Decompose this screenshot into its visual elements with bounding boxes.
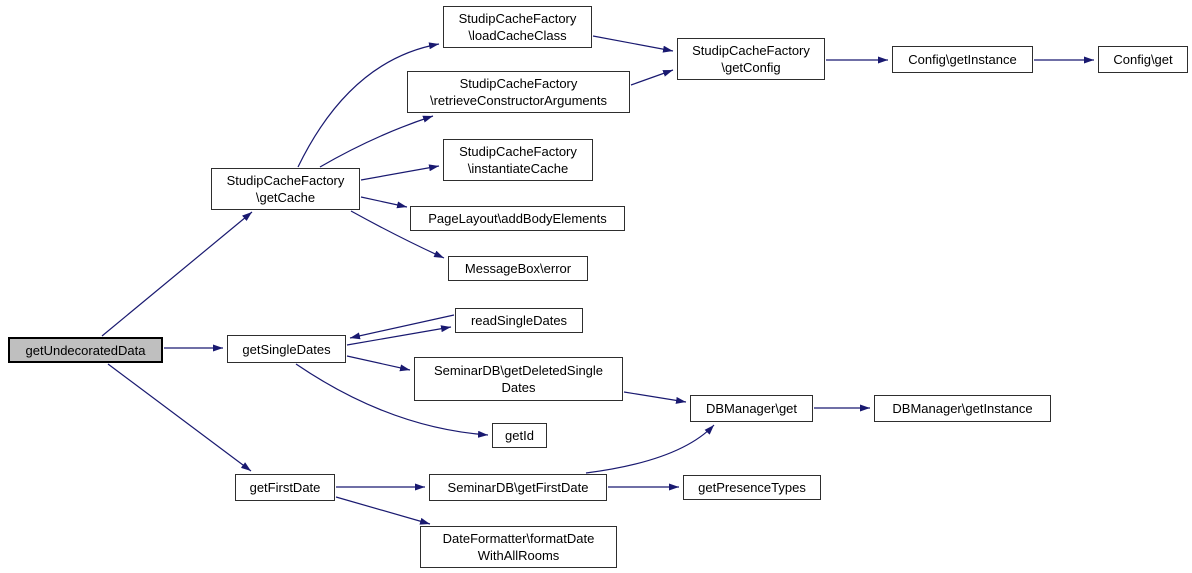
node-label: readSingleDates [470,313,568,328]
edge-studip-cache-factory-get-cache--studip-cache-factory-load-cache-class [297,42,440,168]
node-label: Config\get [1113,52,1173,67]
node-db-manager-get-instance[interactable]: DBManager\getInstance [874,395,1051,422]
edge-studip-cache-factory-retrieve-constructor-arguments--studip-cache-factory-get-config [630,69,674,86]
node-label: \instantiateCache [467,161,569,176]
node-label: Config\getInstance [908,52,1017,67]
edge-studip-cache-factory-get-cache--page-layout-add-body-elements [360,196,408,209]
node-label: DBManager\get [705,401,798,416]
edge-get-undecorated-data--studip-cache-factory-get-cache [101,211,253,337]
node-label: getPresenceTypes [698,480,806,495]
node-label: WithAllRooms [477,548,560,563]
node-label: \loadCacheClass [468,28,567,43]
edge-seminar-db-get-deleted-single-dates--db-manager-get [623,391,687,404]
edge-get-single-dates--seminar-db-get-deleted-single-dates [346,355,411,372]
node-get-undecorated-data: getUndecoratedData [8,337,163,363]
node-get-first-date[interactable]: getFirstDate [235,474,335,501]
node-label: Dates [501,380,536,395]
node-label: StudipCacheFactory [692,43,810,58]
node-message-box-error[interactable]: MessageBox\error [448,256,588,281]
node-label: \getCache [255,190,316,205]
node-label: DateFormatter\formatDate [442,531,595,546]
node-label: StudipCacheFactory [458,11,577,26]
node-label: MessageBox\error [464,261,572,276]
node-studip-cache-factory-get-cache[interactable]: StudipCacheFactory \getCache [211,168,360,210]
edge-seminar-db-get-first-date--db-manager-get [585,424,715,474]
edge-get-single-dates--get-id [295,363,489,438]
node-config-get[interactable]: Config\get [1098,46,1188,73]
edge-studip-cache-factory-load-cache-class--studip-cache-factory-get-config [592,35,674,53]
node-label: StudipCacheFactory [459,144,577,159]
node-label: getSingleDates [242,341,331,357]
node-db-manager-get[interactable]: DBManager\get [690,395,813,422]
node-get-single-dates[interactable]: getSingleDates [227,335,346,363]
edge-get-single-dates--read-single-dates [346,325,452,346]
node-label: getId [505,428,534,443]
node-studip-cache-factory-load-cache-class[interactable]: StudipCacheFactory \loadCacheClass [443,6,592,48]
node-label: SeminarDB\getFirstDate [447,480,589,495]
edge-get-undecorated-data--get-first-date [107,363,252,472]
node-config-get-instance[interactable]: Config\getInstance [892,46,1033,73]
edge-studip-cache-factory-get-cache--studip-cache-factory-instantiate-cache [360,164,440,181]
node-get-id[interactable]: getId [492,423,547,448]
node-get-presence-types[interactable]: getPresenceTypes [683,475,821,500]
node-read-single-dates[interactable]: readSingleDates [455,308,583,333]
edge-studip-cache-factory-get-cache--message-box-error [350,210,445,259]
node-seminar-db-get-first-date[interactable]: SeminarDB\getFirstDate [429,474,607,501]
node-page-layout-add-body-elements[interactable]: PageLayout\addBodyElements [410,206,625,231]
node-studip-cache-factory-get-config[interactable]: StudipCacheFactory \getConfig [677,38,825,80]
node-label: getUndecoratedData [25,342,146,358]
edge-studip-cache-factory-get-cache--studip-cache-factory-retrieve-constructor-arguments [319,115,434,168]
node-label: StudipCacheFactory [226,173,345,188]
node-studip-cache-factory-retrieve-constructor-arguments[interactable]: StudipCacheFactory \retrieveConstructorAr… [407,71,630,113]
node-label: DBManager\getInstance [892,401,1033,416]
edge-read-single-dates--get-single-dates [349,314,455,340]
edge-get-first-date--date-formatter-format-date-with-all-rooms [335,496,431,525]
node-label: \retrieveConstructorArguments [429,93,607,108]
node-label: \getConfig [721,60,781,75]
node-studip-cache-factory-instantiate-cache[interactable]: StudipCacheFactory \instantiateCache [443,139,593,181]
node-label: PageLayout\addBodyElements [428,211,607,226]
node-label: getFirstDate [249,480,321,495]
node-label: StudipCacheFactory [459,76,578,91]
node-label: SeminarDB\getDeletedSingle [433,363,604,378]
